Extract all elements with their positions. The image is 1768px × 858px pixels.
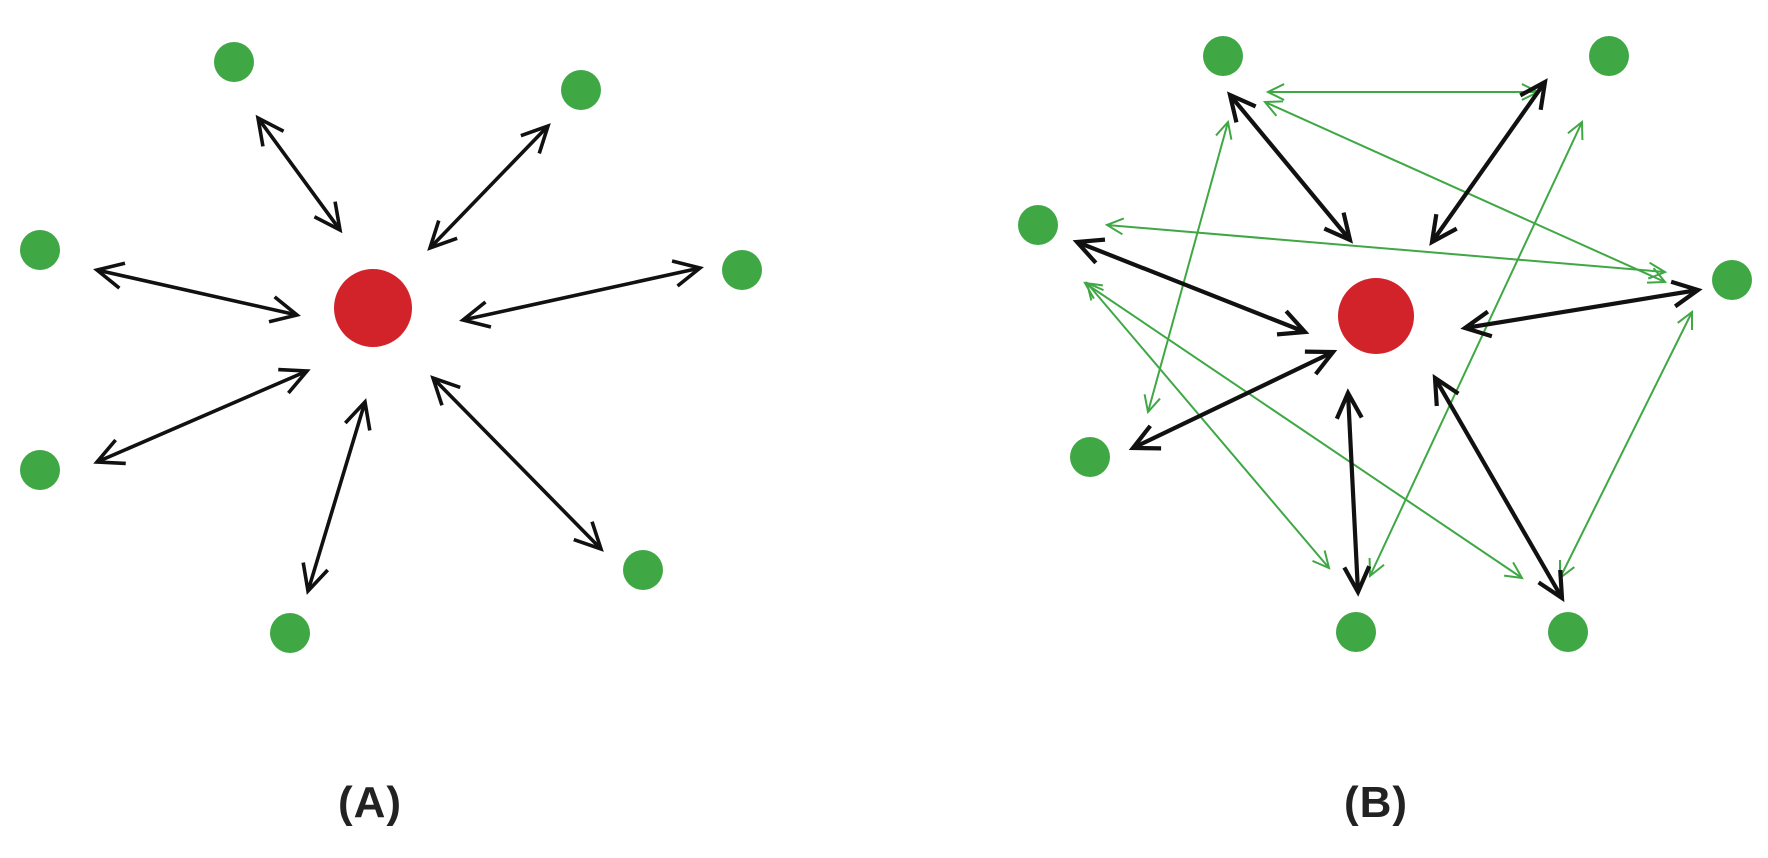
node-a-7 <box>623 550 663 590</box>
hub-node-b <box>1338 278 1414 354</box>
hub-link-a-3 <box>93 261 301 324</box>
panel-b-mesh <box>1018 36 1752 652</box>
hub-link-a-7 <box>430 375 604 552</box>
peer-link-b-5 <box>1083 281 1524 580</box>
hub-link-b-4 <box>1460 279 1703 339</box>
hub-link-b-6 <box>1334 388 1372 597</box>
hub-link-a-2 <box>427 123 551 251</box>
node-a-3 <box>20 230 60 270</box>
node-a-1 <box>214 42 254 82</box>
node-a-2 <box>561 70 601 110</box>
hub-link-b-2 <box>1429 78 1548 246</box>
node-a-4 <box>722 250 762 290</box>
node-a-5 <box>20 450 60 490</box>
hub-link-b-5 <box>1128 349 1338 451</box>
peer-link-b-7 <box>1368 119 1584 579</box>
peer-link-b-3 <box>1104 217 1668 280</box>
hub-link-a-5 <box>93 367 311 466</box>
peer-link-b-1 <box>1265 83 1541 101</box>
node-b-4 <box>1712 260 1752 300</box>
node-b-7 <box>1548 612 1588 652</box>
peer-link-b-8 <box>1558 309 1694 581</box>
hub-link-a-4 <box>459 259 704 329</box>
peer-link-b-6 <box>1143 119 1233 415</box>
panel-b-caption: (B) <box>1343 778 1409 827</box>
node-a-6 <box>270 613 310 653</box>
node-b-2 <box>1589 36 1629 76</box>
node-b-1 <box>1203 36 1243 76</box>
panel-a-caption: (A) <box>337 778 403 827</box>
hub-link-a-1 <box>255 114 343 234</box>
hub-link-b-1 <box>1226 91 1354 244</box>
node-b-6 <box>1336 612 1376 652</box>
node-b-5 <box>1070 437 1110 477</box>
node-b-3 <box>1018 205 1058 245</box>
panel-a-centralized <box>20 42 762 653</box>
hub-node-a <box>334 269 412 347</box>
hub-link-a-6 <box>301 398 372 595</box>
hub-link-b-3 <box>1072 237 1310 337</box>
hub-link-b-7 <box>1432 373 1565 603</box>
